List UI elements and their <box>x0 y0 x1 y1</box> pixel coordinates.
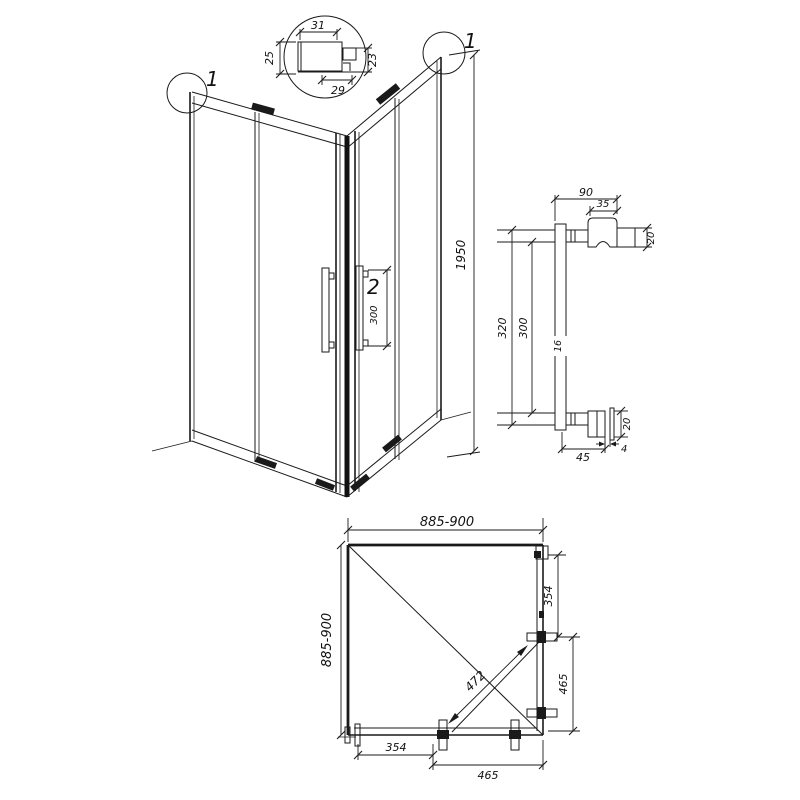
dim-profile-height-left: 25 <box>263 51 276 65</box>
callout-circle-top-right <box>422 31 466 75</box>
dim-plan-width: 885-900 <box>420 515 474 530</box>
dim-profile-width-bottom: 29 <box>331 84 345 97</box>
roller-bracket <box>314 478 336 491</box>
dim-handle-bar-thickness: 16 <box>553 340 564 352</box>
door-handle-left <box>321 267 335 353</box>
dim-plan-depth: 885-900 <box>320 613 335 667</box>
roller-bracket <box>375 83 401 105</box>
door-handle-right <box>355 265 369 351</box>
dim-handle-knob-width: 35 <box>597 199 610 210</box>
dim-profile-height-right: 23 <box>366 53 379 67</box>
dim-plan-entry-diagonal: 472 <box>462 668 488 694</box>
dim-handle-bottom-fixing: 20 <box>622 418 633 431</box>
callout-top-left-label: 1 <box>206 67 219 91</box>
dim-handle-bottom-offset: 45 <box>576 451 590 464</box>
dim-plan-side-back: 465 <box>557 674 570 695</box>
roller-bracket <box>350 473 370 492</box>
dim-handle-overall-depth: 90 <box>579 186 593 199</box>
dim-handle-length-overall: 320 <box>496 318 509 339</box>
elevation-view: 300 2 1 1 1950 <box>151 29 481 498</box>
roller-bracket <box>255 456 277 469</box>
callout-top-right-label: 1 <box>464 29 477 53</box>
detail-circle <box>283 15 367 99</box>
dim-plan-bottom-back: 465 <box>478 769 499 782</box>
plan-view: 472 885-900 885-900 354 465 354 <box>320 515 580 782</box>
roller-bracket <box>382 434 402 453</box>
dim-profile-width-top: 31 <box>311 19 325 32</box>
dim-plan-side-front: 354 <box>542 586 555 607</box>
dim-handle-hole-spacing: 300 <box>517 318 530 339</box>
dim-plan-bottom-front: 354 <box>386 741 407 754</box>
roller-bracket <box>251 102 275 116</box>
dim-handle-spacing: 300 <box>369 305 380 324</box>
dim-handle-top-fixing: 20 <box>646 232 657 245</box>
dim-elevation-height: 1950 <box>454 239 468 270</box>
callout-handle-label: 2 <box>367 275 380 299</box>
handle-detail-view: 320 300 16 90 35 20 <box>496 186 657 464</box>
profile-detail-view: 31 25 29 23 <box>263 15 379 99</box>
callout-circle-top-left <box>166 72 208 114</box>
handle-grip-bar <box>554 223 567 431</box>
handle-knob-top <box>587 217 618 248</box>
dim-handle-gap: 4 <box>621 444 627 455</box>
